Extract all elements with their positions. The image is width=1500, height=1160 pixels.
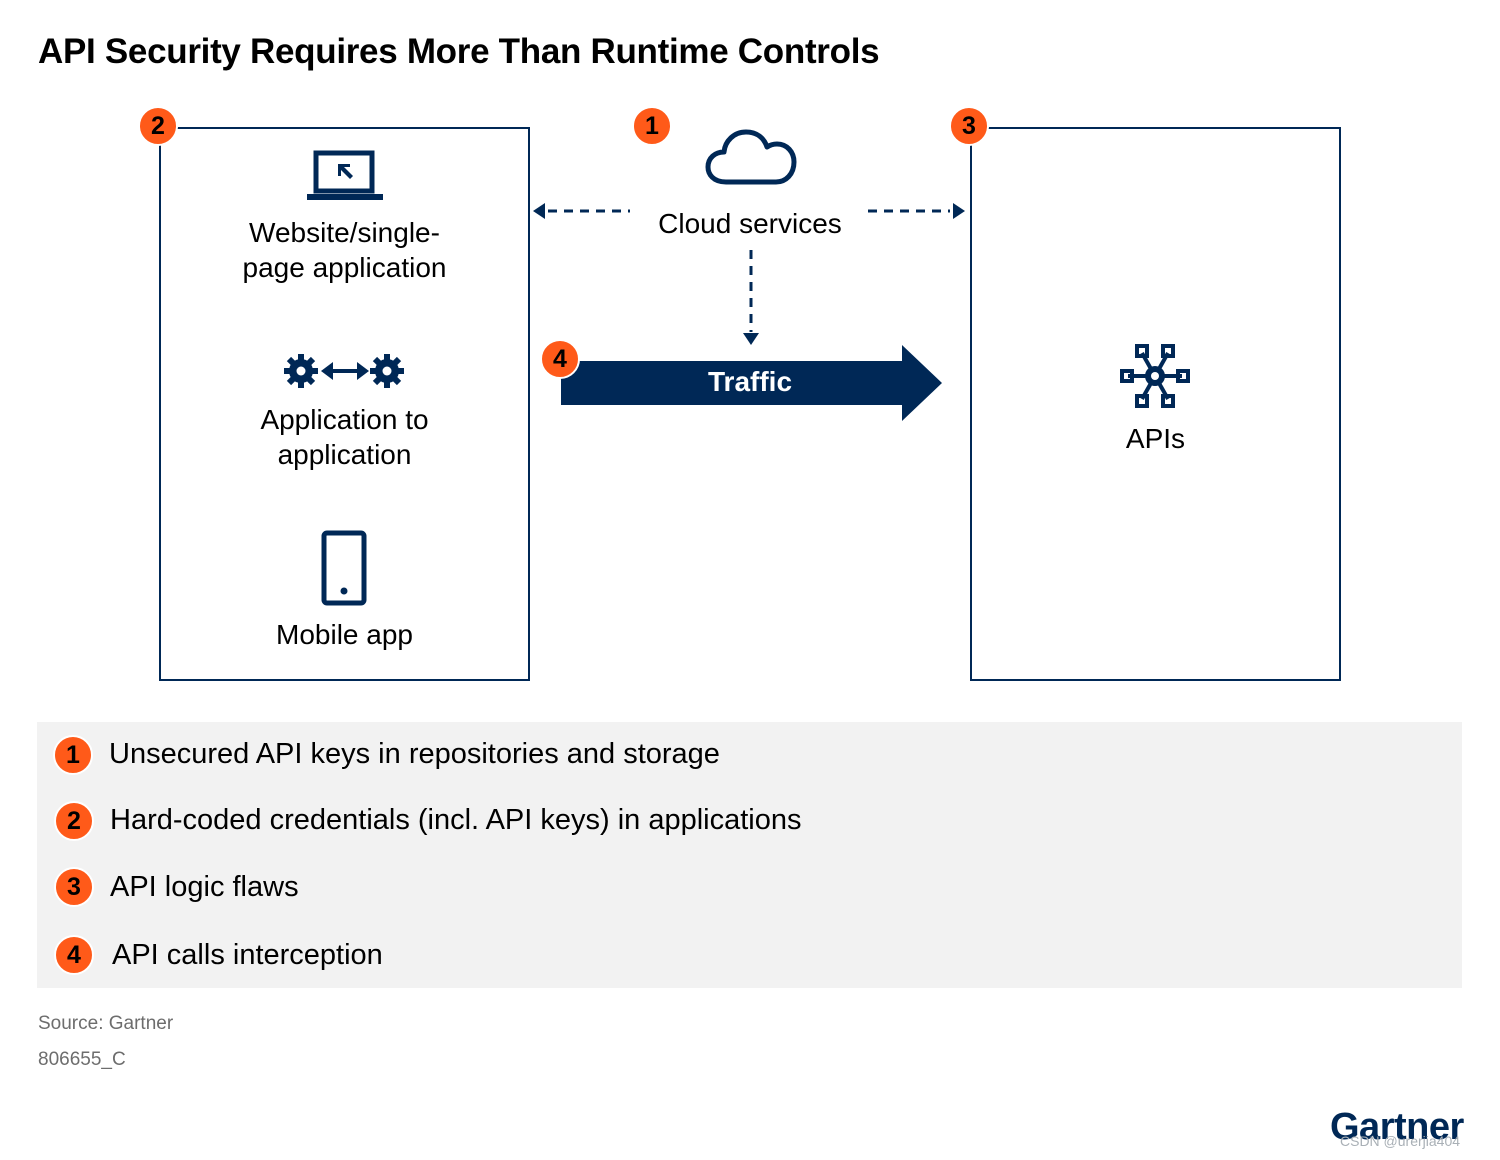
- figure-code: 806655_C: [38, 1049, 126, 1070]
- cloud-icon: [705, 129, 797, 185]
- website-label-line2: page application: [242, 252, 447, 283]
- watermark: CSDN @urerjia404: [1340, 1133, 1461, 1149]
- dashed-arrow-down: [743, 250, 759, 345]
- dashed-arrow-left: [533, 203, 630, 219]
- legend-item-4: API calls interception: [112, 939, 383, 971]
- badge-4: 4: [540, 339, 580, 379]
- app-to-app-label-line2: application: [277, 439, 412, 470]
- legend-badge-1: 1: [53, 735, 93, 775]
- gartner-logo: Gartner: [1330, 1106, 1464, 1148]
- legend-badge-2: 2: [54, 801, 94, 841]
- badge-3: 3: [949, 106, 989, 146]
- api-network-icon: [1120, 344, 1190, 408]
- dashed-arrow-right: [868, 203, 965, 219]
- traffic-arrow: [561, 345, 942, 421]
- website-label: Website/single- page application: [160, 215, 529, 285]
- badge-1: 1: [632, 106, 672, 146]
- website-label-line1: Website/single-: [249, 217, 440, 248]
- legend-item-1: Unsecured API keys in repositories and s…: [109, 738, 720, 770]
- legend-badge-4: 4: [54, 935, 94, 975]
- apis-box: [970, 127, 1341, 681]
- page-title: API Security Requires More Than Runtime …: [38, 32, 880, 71]
- legend-badge-3: 3: [54, 867, 94, 907]
- app-to-app-label-line1: Application to: [260, 404, 429, 435]
- traffic-label: Traffic: [707, 366, 793, 397]
- cloud-services-label: Cloud services: [658, 208, 842, 239]
- legend-item-2: Hard-coded credentials (incl. API keys) …: [110, 804, 802, 836]
- source-text: Source: Gartner: [38, 1013, 174, 1034]
- mobile-phone-icon: [321, 530, 367, 606]
- mobile-app-label: Mobile app: [276, 619, 413, 650]
- gears-exchange-icon: [284, 354, 404, 388]
- laptop-icon: [307, 150, 383, 200]
- badge-2: 2: [138, 106, 178, 146]
- clients-box: [159, 127, 530, 681]
- legend-item-3: API logic flaws: [110, 871, 299, 903]
- legend-panel: [37, 722, 1462, 988]
- apis-label: APIs: [1125, 423, 1186, 454]
- app-to-app-label: Application to application: [160, 402, 529, 472]
